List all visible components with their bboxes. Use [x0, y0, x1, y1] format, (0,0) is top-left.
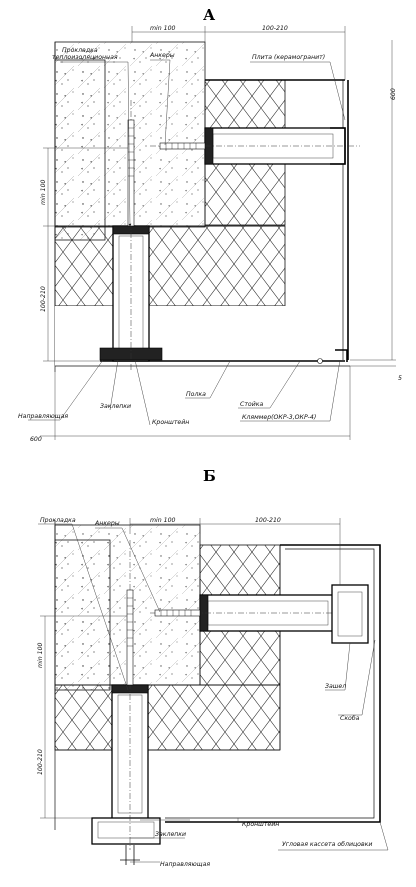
- dim-min100-top-a: min 100: [150, 25, 176, 32]
- dim-range-left-b: 100-210: [37, 749, 44, 775]
- insulation-horizontal-a: [54, 225, 286, 307]
- label-napravlyayushchaya-a: Направляющая: [18, 413, 68, 420]
- label-prokladka2-a: теплоизоляционная: [52, 54, 118, 61]
- section-b-title: Б: [203, 467, 216, 485]
- label-polka-a: Полка: [186, 391, 206, 398]
- dim-range-top-a: 100-210: [262, 25, 288, 32]
- label-skoba-b: Скоба: [340, 714, 360, 722]
- dim-min100-left-b: min 100: [37, 642, 44, 668]
- concrete-wall-a-left: [54, 59, 106, 241]
- dim-min100-left-a: min 100: [40, 179, 47, 205]
- label-klyammer-a: Кляммер(ОКР-3,ОКР-4): [242, 414, 316, 421]
- label-zaklepki-b: Заклепки: [155, 831, 186, 838]
- concrete-wall-b-left: [54, 539, 111, 691]
- section-b: Б: [37, 467, 389, 868]
- label-prokladka-b: Прокладка: [40, 517, 76, 524]
- dim-range-left-a: 100-210: [40, 286, 47, 312]
- dim-5-a: 5: [398, 375, 402, 382]
- label-prokladka-a: Прокладка: [62, 47, 98, 54]
- dim-600-right-a: 600: [390, 88, 397, 100]
- label-zaklepki-a: Заклепки: [100, 403, 131, 410]
- label-napravlyayushchaya-b: Направляющая: [160, 861, 210, 868]
- label-ankery-b: Анкеры: [94, 520, 120, 527]
- section-a-title: А: [203, 6, 216, 24]
- dim-range-top-b: 100-210: [255, 517, 281, 524]
- label-kronshtein-b: Кронштейн: [242, 821, 279, 828]
- dim-600-bottom-a: 600: [30, 436, 42, 443]
- insulation-horizontal-b: [54, 684, 281, 751]
- section-a: А: [18, 6, 402, 443]
- dim-min100-top-b: min 100: [150, 517, 176, 524]
- label-ankery-a: Анкеры: [149, 52, 175, 59]
- label-zashchelka-b: Зашел: [325, 683, 346, 690]
- guide-rail-b: [91, 817, 161, 845]
- label-uglovaya-b: Угловая кассета облицовки: [282, 840, 372, 848]
- clamp-b: [331, 584, 369, 644]
- label-kronshtein-a: Кронштейн: [152, 419, 189, 426]
- label-plita-a: Плита (керамогранит): [252, 54, 325, 61]
- label-stoyka-a: Стойка: [240, 401, 263, 408]
